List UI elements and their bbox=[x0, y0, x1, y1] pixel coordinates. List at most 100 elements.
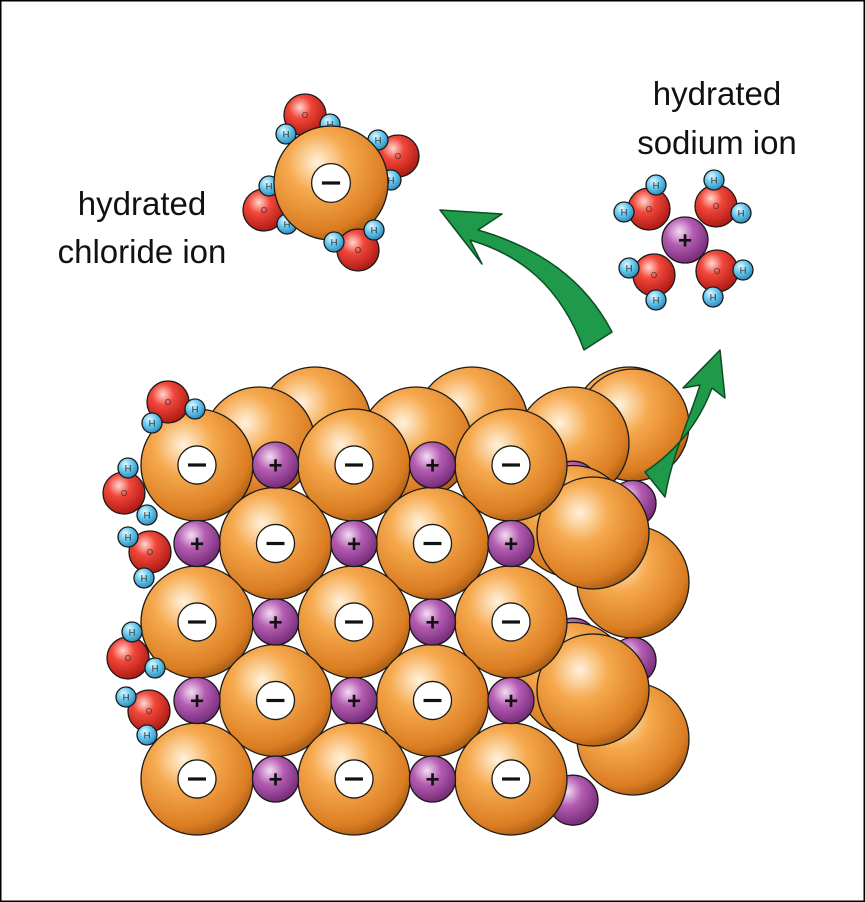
oxygen-letter: O bbox=[395, 152, 401, 161]
chloride-sphere bbox=[536, 476, 650, 590]
minus-sign bbox=[188, 620, 206, 624]
chloride-ion bbox=[297, 722, 411, 836]
hydrogen-atom: H bbox=[703, 169, 725, 191]
hydrogen-letter: H bbox=[626, 263, 633, 274]
plus-sign: + bbox=[190, 531, 204, 558]
dissolution-arrows bbox=[439, 209, 726, 498]
oxygen-atom: O bbox=[102, 471, 146, 515]
sodium-ion: + bbox=[661, 216, 709, 264]
plus-sign: + bbox=[347, 531, 361, 558]
chloride-ion bbox=[273, 125, 389, 241]
sodium-ion: + bbox=[173, 676, 221, 725]
plus-sign: + bbox=[425, 766, 439, 793]
chloride-ion bbox=[454, 565, 568, 679]
sodium-sphere bbox=[330, 676, 378, 725]
hydrogen-letter: H bbox=[284, 219, 291, 230]
hydrogen-sphere bbox=[275, 123, 297, 145]
hydrogen-letter: H bbox=[152, 663, 159, 674]
hydrogen-letter: H bbox=[653, 295, 660, 306]
chloride-ion bbox=[140, 722, 254, 836]
sodium-sphere bbox=[173, 676, 221, 725]
hydrogen-sphere bbox=[645, 289, 667, 311]
oxygen-letter: O bbox=[646, 205, 652, 214]
sodium-ion: + bbox=[330, 676, 378, 725]
water-molecule: O H H bbox=[117, 526, 172, 589]
hydrogen-atom: H bbox=[702, 286, 724, 308]
hydrogen-letter: H bbox=[711, 175, 718, 186]
plus-sign: + bbox=[678, 227, 692, 254]
hydrogen-letter: H bbox=[149, 418, 156, 429]
sodium-ion: + bbox=[251, 441, 300, 489]
minus-sign bbox=[188, 463, 206, 467]
oxygen-letter: O bbox=[713, 202, 719, 211]
oxygen-atom: O bbox=[695, 249, 739, 293]
chloride-ion bbox=[218, 643, 333, 758]
chloride-ion bbox=[454, 408, 568, 522]
sodium-sphere bbox=[330, 519, 378, 568]
plus-sign: + bbox=[347, 688, 361, 715]
hydrogen-letter: H bbox=[125, 532, 132, 543]
sodium-ion: + bbox=[251, 598, 300, 646]
hydrogen-atom: H bbox=[117, 526, 139, 548]
hydrogen-letter: H bbox=[123, 692, 130, 703]
hydrogen-atom: H bbox=[618, 257, 640, 279]
curved-arrow-icon bbox=[644, 349, 726, 498]
plus-sign: + bbox=[190, 688, 204, 715]
hydrogen-atom: H bbox=[144, 657, 166, 679]
water-molecule: O H H bbox=[695, 249, 754, 308]
sodium-sphere bbox=[487, 676, 535, 725]
plus-sign: + bbox=[425, 609, 439, 636]
hydrogen-sphere bbox=[363, 219, 385, 241]
hydrogen-letter: H bbox=[144, 510, 151, 521]
hydrogen-letter: H bbox=[375, 135, 382, 146]
minus-sign bbox=[423, 698, 442, 703]
hydrogen-atom: H bbox=[613, 201, 635, 223]
sodium-caption-line-2: sodium ion bbox=[637, 124, 797, 161]
hydrogen-letter: H bbox=[283, 129, 290, 140]
minus-sign bbox=[345, 463, 363, 467]
chloride-ion bbox=[218, 486, 333, 601]
chloride-caption-line-1: hydrated bbox=[78, 185, 206, 222]
hydrogen-atom: H bbox=[121, 621, 143, 643]
sodium-caption-line-1: hydrated bbox=[653, 75, 781, 112]
hydrogen-sphere bbox=[730, 202, 752, 224]
hydrogen-letter: H bbox=[621, 207, 628, 218]
oxygen-atom: O bbox=[146, 380, 190, 424]
oxygen-letter: O bbox=[714, 267, 720, 276]
hydrogen-letter: H bbox=[738, 208, 745, 219]
oxygen-letter: O bbox=[147, 548, 153, 557]
oxygen-letter: O bbox=[165, 398, 171, 407]
hydrogen-sphere bbox=[645, 174, 667, 196]
hydrogen-atom: H bbox=[136, 504, 158, 526]
oxygen-letter: O bbox=[261, 206, 267, 215]
hydrogen-atom: H bbox=[730, 202, 752, 224]
hydrogen-atom: H bbox=[136, 724, 158, 746]
minus-sign bbox=[188, 777, 206, 781]
hydrogen-sphere bbox=[613, 201, 635, 223]
hydrogen-letter: H bbox=[740, 265, 747, 276]
minus-sign bbox=[502, 777, 520, 781]
hydrogen-sphere bbox=[136, 724, 158, 746]
sodium-ion: + bbox=[330, 519, 378, 568]
hydrogen-letter: H bbox=[192, 404, 199, 415]
oxygen-atom: O bbox=[106, 636, 150, 680]
hydrogen-atom: H bbox=[732, 259, 754, 281]
hydrogen-letter: H bbox=[331, 237, 338, 248]
hydrogen-sphere bbox=[184, 398, 206, 420]
hydrogen-sphere bbox=[703, 169, 725, 191]
chloride-ion bbox=[140, 408, 254, 522]
plus-sign: + bbox=[504, 688, 518, 715]
sodium-ion: + bbox=[408, 441, 457, 489]
sodium-sphere bbox=[408, 598, 457, 646]
hydrogen-atom: H bbox=[275, 123, 297, 145]
hydrogen-sphere bbox=[136, 504, 158, 526]
oxygen-letter: O bbox=[302, 111, 308, 120]
hydrogen-sphere bbox=[141, 412, 163, 434]
hydrogen-letter: H bbox=[129, 627, 136, 638]
hydrogen-atom: H bbox=[133, 567, 155, 589]
nacl-crystal-lattice: ++++++++++++ bbox=[140, 366, 690, 836]
sodium-sphere bbox=[408, 755, 457, 803]
hydrogen-sphere bbox=[732, 259, 754, 281]
